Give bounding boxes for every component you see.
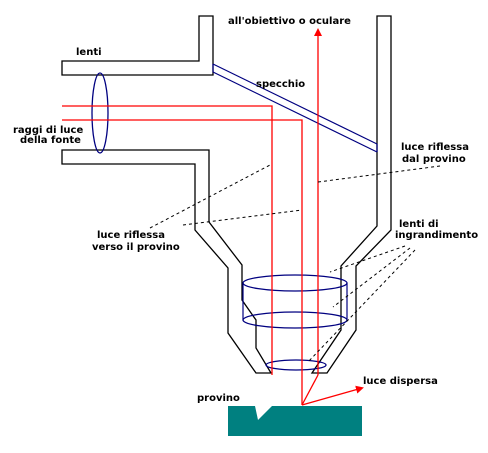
condenser-lens <box>91 72 109 154</box>
leader-verso-a <box>149 164 271 229</box>
label-provino: provino <box>197 393 240 404</box>
label-verso-1: luce riflessa <box>97 230 165 241</box>
leader-lens-1 <box>329 245 406 273</box>
label-ingrand-1: lenti di <box>399 219 439 230</box>
mirror-line-b <box>212 71 378 153</box>
ray-source-lower <box>62 119 303 405</box>
label-raggi-1: raggi di luce <box>13 125 83 136</box>
body-left-wall <box>61 149 273 374</box>
ray-source-upper <box>62 105 273 375</box>
label-top-output: all'obiettivo o oculare <box>228 16 351 27</box>
leader-dal-provino <box>317 165 441 183</box>
magnification-lens-1 <box>242 274 348 292</box>
label-specchio: specchio <box>256 79 305 90</box>
magnification-lens-2 <box>242 311 348 329</box>
label-luce-dispersa: luce dispersa <box>363 376 438 387</box>
ray-specimen-up <box>301 374 319 406</box>
label-ingrand-2: ingrandimento <box>395 230 478 241</box>
leader-verso-b <box>182 209 303 226</box>
body-right-wall <box>310 15 392 374</box>
label-lenti: lenti <box>76 47 102 58</box>
mirror-line-a <box>212 63 378 145</box>
leader-lens-3 <box>307 249 416 363</box>
leader-lens-2 <box>332 247 411 308</box>
tube-left-wall <box>61 15 214 76</box>
label-verso-2: verso il provino <box>92 242 180 253</box>
label-riflessa-provino-2: dal provino <box>402 154 466 165</box>
label-riflessa-provino-1: luce riflessa <box>401 142 469 153</box>
magnification-lens-3 <box>265 359 327 371</box>
ray-dispersed <box>301 385 364 406</box>
label-raggi-2: della fonte <box>20 135 81 146</box>
specimen-block <box>228 406 362 436</box>
